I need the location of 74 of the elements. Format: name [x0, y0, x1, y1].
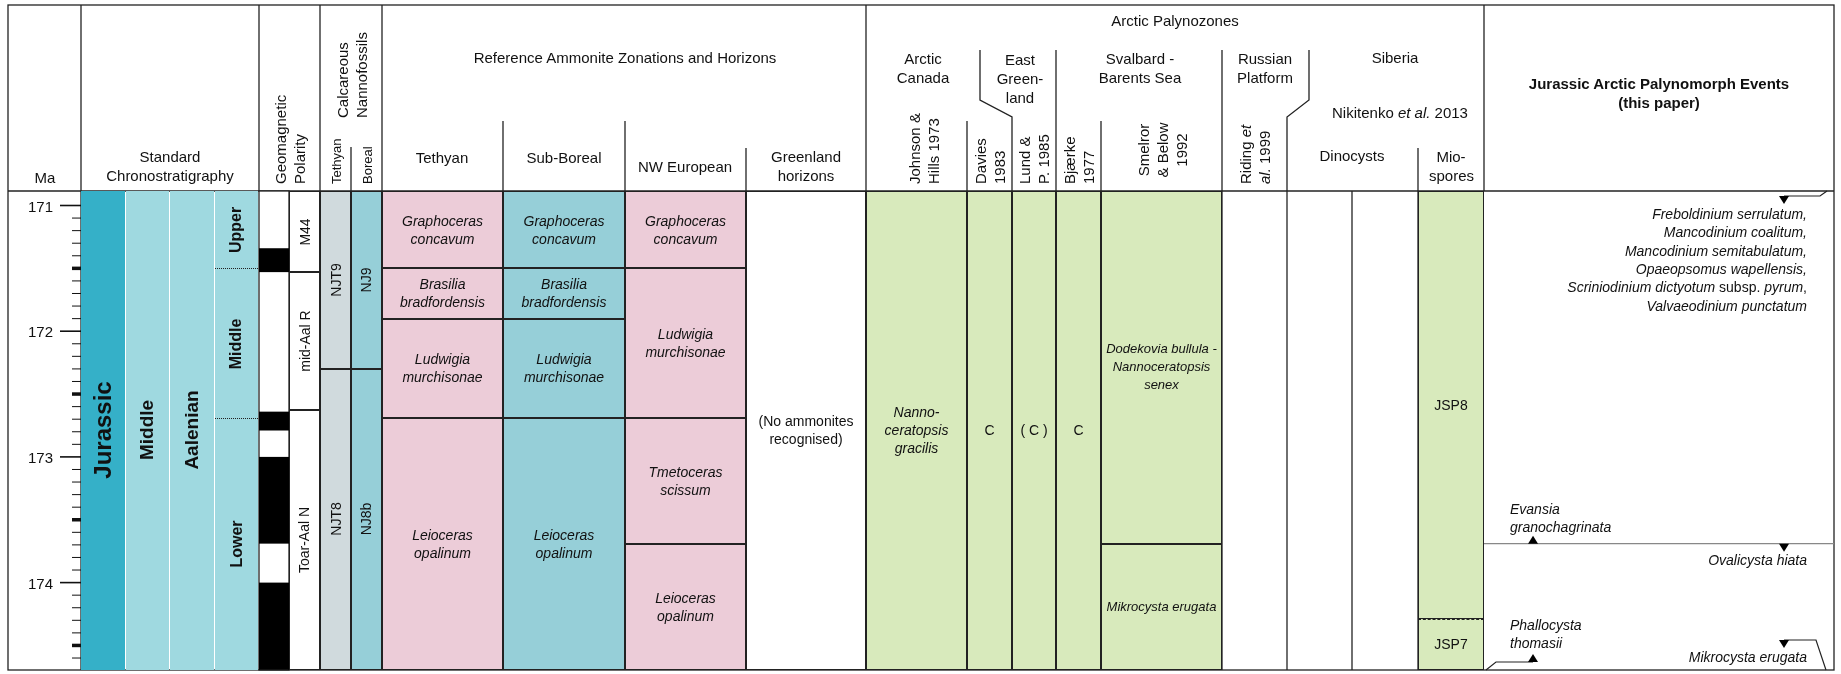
ammonite-zone-box: Tmetoceras scissum: [625, 417, 746, 544]
palynozone-box: ( C ): [1012, 191, 1056, 670]
palynozone-box: Mikrocysta erugata: [1101, 543, 1222, 670]
palynozone-box: C: [967, 191, 1012, 670]
palynozone-box: C: [1056, 191, 1101, 670]
chronostratigraphy-band: Middle: [126, 191, 169, 670]
event-species-name: Mancodinium coalitum,: [1663, 223, 1807, 242]
column-heading: Jurassic Arctic Palynomorph Events (this paper): [1527, 74, 1791, 112]
column-heading: Smelror & Below 1992: [1133, 121, 1191, 179]
polarity-chron-box: mid-Aal R: [289, 272, 320, 411]
ammonite-zone-box: Ludwigia murchisonae: [382, 318, 503, 418]
event-species-name: Opaeopsomus wapellensis,: [1635, 259, 1807, 278]
age-value: 174: [27, 573, 53, 593]
event-species-name: Mikrocysta erugata: [1688, 648, 1807, 666]
column-heading: Reference Ammonite Zonations and Horizons: [472, 47, 778, 67]
ammonite-zone-box: Graphoceras concavum: [382, 191, 503, 269]
column-heading: Arctic Canada: [895, 49, 951, 87]
chronostratigraphy-band: Upper: [215, 191, 258, 269]
ammonite-zone-box: Leioceras opalinum: [625, 543, 746, 670]
event-species-name: Phallocysta thomasii: [1510, 616, 1583, 652]
chronostratigraphy-band: Lower: [215, 417, 258, 670]
column-heading: Tethyan: [327, 137, 345, 184]
chronostratigraphy-band: Middle: [215, 268, 258, 418]
axis-title: Ma: [34, 167, 56, 187]
polarity-chron-box: M44: [289, 191, 320, 273]
ammonite-zone-box: Ludwigia murchisonae: [625, 268, 746, 418]
column-heading: Dinocysts: [1318, 145, 1386, 165]
ammonite-zone-box: Leioceras opalinum: [503, 417, 625, 670]
column-heading: Nikitenko et al. 2013: [1331, 102, 1469, 122]
age-value: 173: [27, 447, 53, 467]
column-heading: Arctic Palynozones: [1110, 10, 1240, 30]
column-heading: Russian Platform: [1236, 49, 1294, 87]
column-heading: Davies 1983: [971, 137, 1009, 184]
nannofossil-zone-box: NJT8: [320, 368, 351, 670]
column-heading: Lund & P. 1985: [1015, 133, 1053, 184]
column-heading: Standard Chronostratigraphy: [105, 147, 235, 185]
event-species-name: Freboldinium serrulatum,: [1652, 205, 1807, 223]
event-species-name: Valvaeodinium punctatum: [1646, 296, 1807, 315]
palynozone-box: JSP7: [1418, 619, 1484, 670]
polarity-chron-box: Toar-Aal N: [289, 410, 320, 670]
column-heading: Sub-Boreal: [525, 147, 603, 167]
column-heading: Mio-spores: [1429, 147, 1473, 185]
ammonite-zone-box: Graphoceras concavum: [625, 191, 746, 269]
nannofossil-zone-box: NJ8b: [351, 368, 382, 670]
palynozone-box: JSP8: [1418, 191, 1484, 620]
ammonite-zone-box: Graphoceras concavum: [503, 191, 625, 269]
ammonite-zone-box: Leioceras opalinum: [382, 417, 503, 670]
column-heading: Bjærke 1977: [1060, 135, 1098, 184]
event-species-name: Evansia granochagrinata: [1510, 500, 1613, 536]
age-value: 172: [27, 321, 53, 341]
event-species-name: Mancodinium semitabulatum,: [1624, 241, 1807, 260]
nannofossil-zone-box: NJT9: [320, 191, 351, 369]
horizon-column-box: (No ammonites recognised): [746, 191, 866, 670]
palynozone-box: Nanno-ceratopsis gracilis: [866, 191, 967, 670]
column-heading: Boreal: [358, 145, 376, 184]
palynozone-box: Dodekovia bullula - Nannoceratopsis senex: [1101, 191, 1222, 544]
nannofossil-zone-box: NJ9: [351, 191, 382, 369]
column-heading: Svalbard - Barents Sea: [1097, 49, 1183, 87]
event-species-name: Ovalicysta hiata: [1708, 551, 1807, 569]
column-heading: NW European: [636, 156, 734, 176]
ammonite-zone-box: Brasilia bradfordensis: [382, 268, 503, 319]
age-value: 171: [27, 196, 53, 215]
chronostratigraphy-band: Jurassic: [81, 191, 125, 670]
column-heading: Greenland horizons: [769, 147, 843, 185]
column-heading: Siberia: [1370, 47, 1420, 67]
chronostratigraphy-band: Aalenian: [170, 191, 214, 670]
ammonite-zone-box: Brasilia bradfordensis: [503, 268, 625, 319]
column-heading: Geomagnetic Polarity: [271, 93, 309, 184]
column-heading: Calcareous Nannofossils: [333, 31, 371, 118]
column-heading: East Green-land: [995, 49, 1045, 107]
ammonite-zone-box: Ludwigia murchisonae: [503, 318, 625, 418]
event-species-name: Scriniodinium dictyotum subsp. pyrum,: [1567, 278, 1807, 297]
column-heading: Tethyan: [414, 147, 470, 167]
column-heading: Johnson & Hills 1973: [905, 112, 943, 184]
